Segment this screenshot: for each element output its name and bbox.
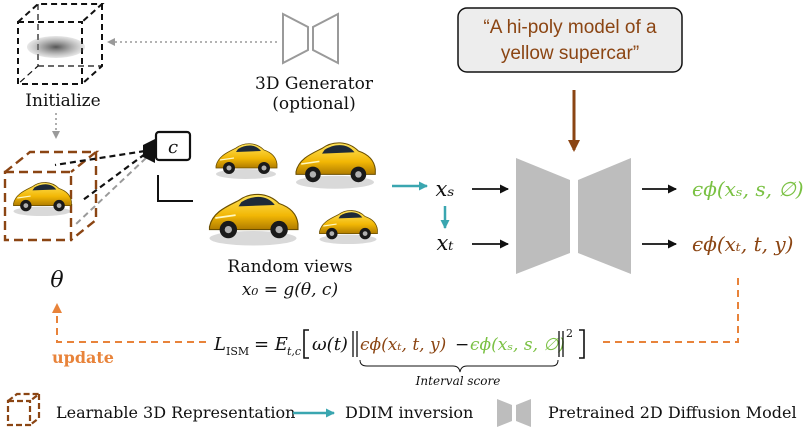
- theta-car-image: [12, 181, 73, 217]
- generator-label-line1: 3D Generator: [255, 74, 374, 94]
- latent-xt: xₜ: [436, 231, 453, 255]
- output-eps-t: ϵϕ(xₜ, t, y): [692, 232, 793, 256]
- feedback-loop-left: [52, 303, 206, 343]
- generator-label-line2: (optional): [272, 94, 355, 114]
- legend-learnable-3d-icon: [6, 392, 43, 427]
- legend-ddim-label: DDIM inversion: [345, 403, 473, 422]
- pretrained-diffusion-model-icon: [516, 158, 631, 274]
- loss-power: 2: [566, 327, 573, 340]
- random-views-formula: x₀ = g(θ, c): [242, 280, 338, 300]
- initial-blob-shape: [27, 36, 85, 58]
- output-eps-s: ϵϕ(xₛ, s, ∅): [692, 177, 804, 201]
- legend-diffusion-model-label: Pretrained 2D Diffusion Model: [548, 403, 797, 422]
- latent-xs: xₛ: [436, 177, 455, 201]
- camera-ray-gray: [74, 157, 147, 226]
- legend: Learnable 3D Representation DDIM inversi…: [6, 392, 797, 427]
- loss-omega: ω(t): [312, 334, 348, 355]
- loss-lhs: L: [213, 334, 226, 355]
- loss-minus: −: [455, 335, 469, 355]
- random-views-label: Random views: [227, 257, 352, 277]
- prompt-box: [457, 7, 683, 73]
- random-view-car-3: [208, 193, 299, 247]
- loss-equals-e: = E: [254, 334, 288, 355]
- random-view-car-2: [295, 142, 377, 190]
- random-view-car-1: [215, 143, 278, 180]
- camera-label: c: [168, 137, 178, 158]
- camera-icon: [143, 130, 192, 163]
- loss-e-sub: t,c: [287, 345, 301, 358]
- 3d-generator-icon: [282, 12, 339, 65]
- initialize-label: Initialize: [25, 91, 100, 111]
- prompt-text-line1: “A hi-poly model of a: [483, 17, 657, 38]
- loss-term-s: ϵϕ(xₛ, s, ∅): [470, 335, 565, 355]
- legend-diffusion-model-icon: [497, 399, 531, 427]
- loss-lhs-sub: ISM: [226, 345, 249, 358]
- loss-term-t: ϵϕ(xₜ, t, y): [360, 335, 446, 355]
- svg-text:L: L: [213, 334, 226, 355]
- interval-score-label: Interval score: [415, 374, 501, 388]
- update-label: update: [52, 348, 114, 367]
- ism-loss-formula: L ISM = E t,c ω(t) ϵϕ(xₜ, t, y) − ϵϕ(xₛ,…: [213, 327, 585, 388]
- feedback-loop-right: [598, 278, 739, 343]
- legend-learnable-3d-label: Learnable 3D Representation: [56, 403, 295, 422]
- initialize-cube-icon: [17, 3, 105, 85]
- learnable-3d-cube-icon: [3, 150, 100, 242]
- camera-rays: [54, 149, 146, 201]
- camera-to-views-bracket: [157, 175, 193, 202]
- prompt-text-line2: yellow supercar”: [501, 43, 639, 64]
- theta-label: θ: [50, 268, 63, 293]
- random-view-car-4: [318, 209, 379, 245]
